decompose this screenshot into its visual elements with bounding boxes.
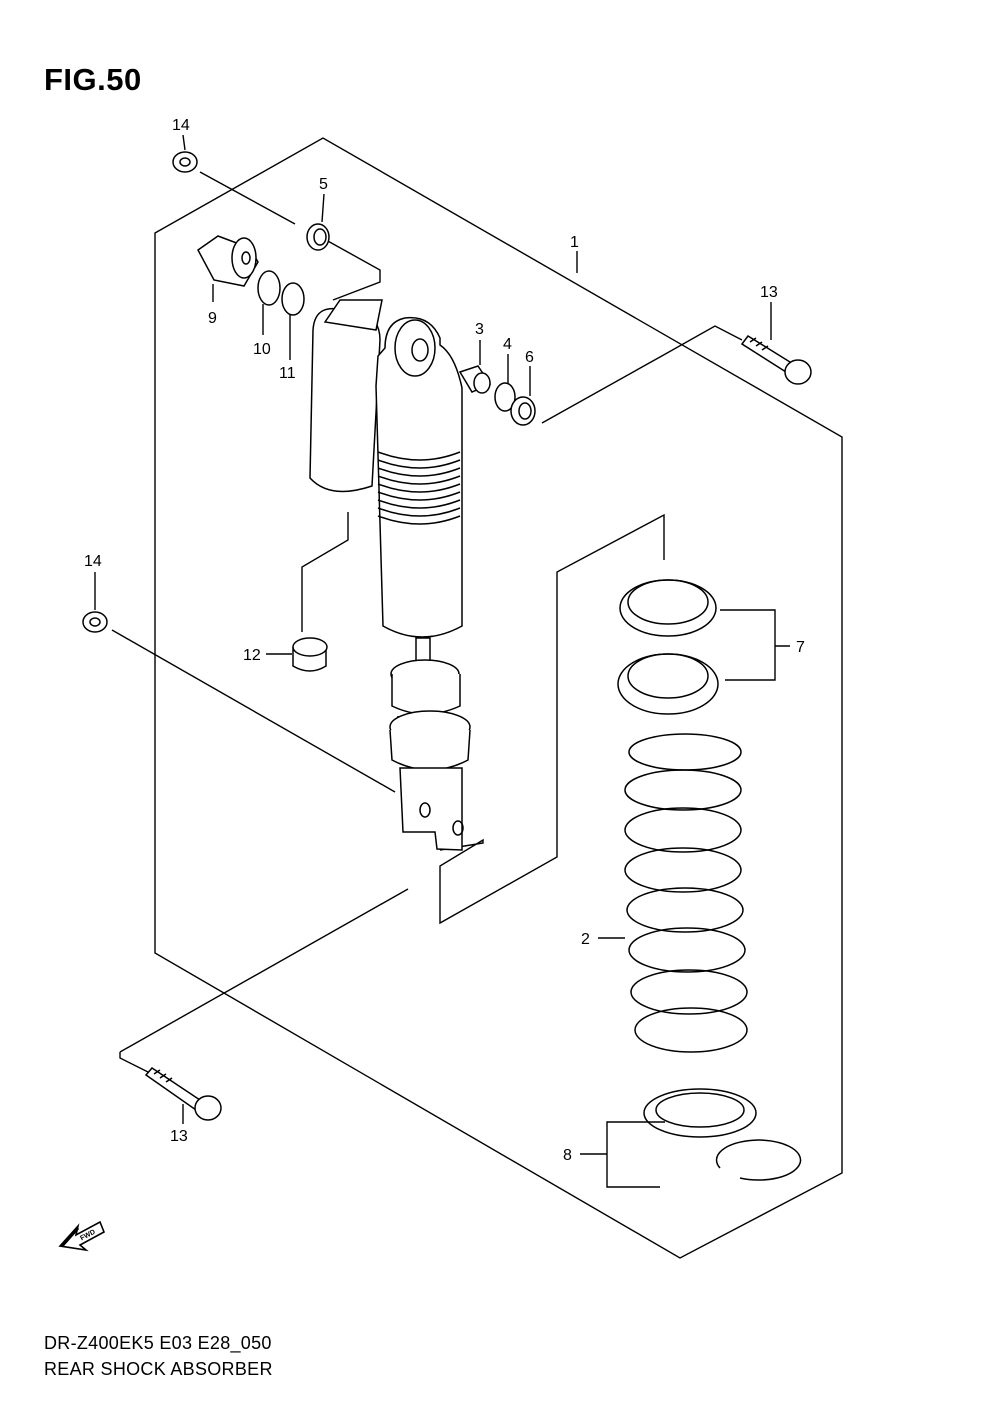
callout-2: 2 [581, 931, 590, 948]
o-ring-10 [257, 270, 281, 306]
shock-lower-end [389, 637, 471, 851]
figure-title: FIG.50 [44, 62, 142, 97]
callout-12: 12 [243, 647, 261, 664]
washer-5 [306, 223, 330, 251]
part-name: REAR SHOCK ABSORBER [44, 1359, 273, 1379]
callout-10: 10 [253, 341, 271, 358]
bolt-13-top [740, 335, 812, 385]
model-code: DR-Z400EK5 E03 E28_050 [44, 1333, 272, 1353]
callout-13-top: 13 [760, 284, 778, 301]
callout-4: 4 [503, 336, 512, 353]
callout-7: 7 [796, 639, 805, 656]
o-ring-11 [281, 282, 305, 316]
callout-1: 1 [570, 234, 579, 251]
stopper-ring-8 [715, 1139, 802, 1181]
callout-8: 8 [563, 1147, 572, 1164]
coil-spring-2 [624, 733, 748, 1053]
shock-absorber-body [375, 316, 463, 638]
leader-lines [111, 171, 743, 1073]
gas-reservoir [309, 299, 383, 493]
bushing-12 [292, 637, 328, 672]
callout-14-left: 14 [84, 553, 102, 570]
callout-9: 9 [208, 310, 217, 327]
spring-seat-8 [643, 1088, 757, 1138]
callout-numbers: 14 5 1 13 9 10 11 3 4 6 14 12 7 2 13 8 [84, 117, 805, 1164]
callout-11: 11 [279, 365, 296, 382]
assembly-outline [154, 137, 843, 1259]
reservoir-cap-9 [197, 235, 259, 287]
washer-6 [510, 396, 536, 426]
fwd-arrow-icon: FWD [58, 1220, 106, 1252]
callout-6: 6 [525, 349, 534, 366]
spring-adjuster-7-lower [617, 653, 719, 715]
callout-14-top: 14 [172, 117, 190, 134]
circlip-4 [494, 382, 516, 412]
spring-adjuster-7-upper [619, 579, 717, 637]
nut-14-left [82, 611, 108, 633]
callout-13-bottom: 13 [170, 1128, 188, 1145]
callout-leaders [94, 134, 790, 1188]
collar-3 [458, 365, 492, 394]
callout-5: 5 [319, 176, 328, 193]
callout-3: 3 [475, 321, 484, 338]
bolt-13-bottom [144, 1067, 222, 1121]
nut-14-top [172, 151, 198, 173]
